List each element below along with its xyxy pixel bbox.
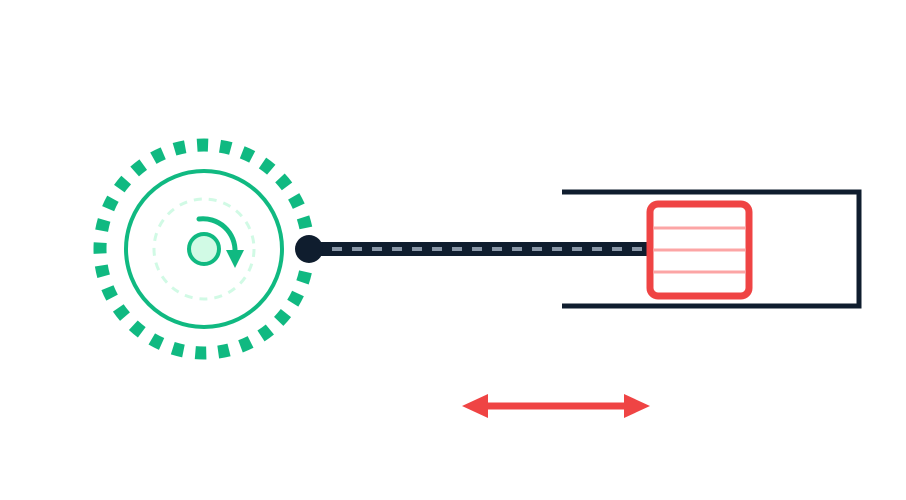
wheel-hub bbox=[187, 232, 221, 266]
double-headed-arrow-icon bbox=[462, 394, 650, 418]
clockwise-arrow-icon bbox=[196, 216, 244, 268]
rod-crank-pin bbox=[295, 235, 323, 263]
wheel-inner-dashed-ring bbox=[152, 197, 256, 301]
cylinder bbox=[562, 189, 862, 309]
cylinder-walls bbox=[562, 189, 862, 309]
connecting-rod bbox=[295, 235, 652, 263]
wheel-solid-ring bbox=[124, 169, 284, 329]
crank-wheel bbox=[93, 138, 315, 360]
piston bbox=[646, 200, 753, 300]
